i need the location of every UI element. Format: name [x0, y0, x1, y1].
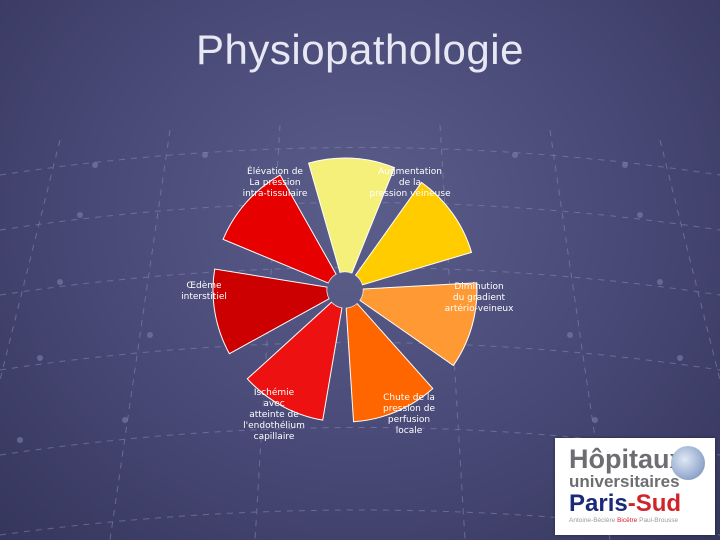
segment-label-line: du gradient — [452, 293, 506, 303]
logo-line-2: universitaires — [569, 472, 680, 491]
segment-label-line: Élévation de — [247, 167, 303, 177]
segment-label-line: l'endothélium — [243, 421, 305, 431]
segment-label-line: atteinte de — [249, 410, 299, 420]
segment-label-line: pression de — [383, 404, 435, 414]
hospital-logo: Hôpitaux universitaires Paris-Sud Antoin… — [555, 438, 715, 535]
segment-label-line: Œdème — [186, 281, 222, 291]
logo-paris: Paris — [569, 490, 628, 517]
segment-label-line: pression veineuse — [369, 189, 451, 199]
segment-label-line: capillaire — [253, 432, 295, 442]
logo-sud: -Sud — [627, 490, 682, 517]
segment-label-line: Augmentation — [378, 167, 442, 177]
segment-label-line: La pression — [249, 178, 301, 188]
logo-site-right: Paul-Brousse — [639, 517, 679, 524]
segment-label-line: Ischémie — [253, 388, 295, 398]
segment-label-line: avec — [263, 399, 285, 409]
logo-line-3: Paris-Sud — [569, 490, 681, 518]
wheel-hub — [327, 272, 363, 308]
segment-label-line: Chute de la — [383, 393, 435, 403]
logo-line-1: Hôpitaux — [569, 444, 685, 474]
segment-label-line: artério-veineux — [444, 304, 514, 314]
segment-label-line: intra-tissulaire — [242, 189, 308, 199]
logo-sites: Antoine-Béclère Bicêtre Paul-Brousse — [569, 517, 678, 524]
segment-label-line: perfusion — [387, 415, 431, 425]
segment-label-line: de la — [398, 178, 422, 188]
segment-label-line: locale — [395, 426, 423, 436]
segment-label-line: interstitiel — [181, 292, 227, 302]
logo-site-left: Antoine-Béclère — [569, 517, 616, 524]
logo-site-mid: Bicêtre — [617, 517, 638, 524]
globe-icon — [671, 446, 705, 480]
segment-label-line: Diminution — [454, 282, 504, 292]
page-title: Physiopathologie — [196, 26, 524, 73]
